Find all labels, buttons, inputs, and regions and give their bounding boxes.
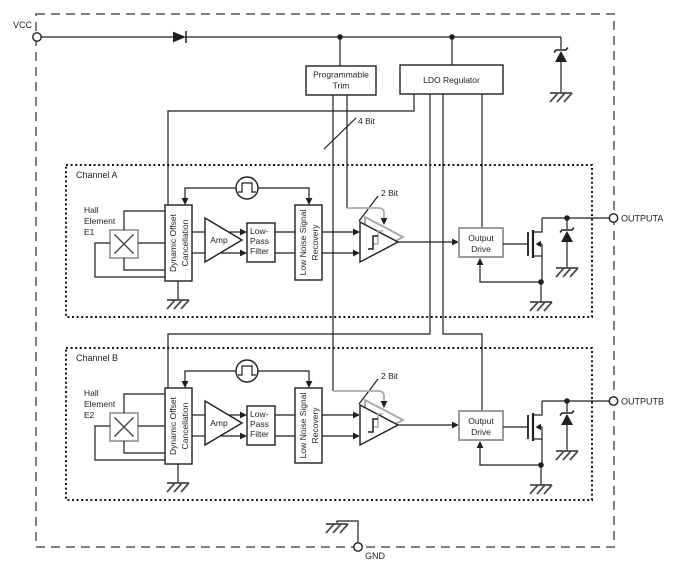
four-bit-label: 4 Bit (358, 116, 376, 126)
outputa-label: OUTPUTA (621, 214, 663, 224)
four-bit-bus-slash (323, 117, 357, 150)
reverse-protection-diode-icon (173, 31, 187, 43)
ldo-regulator-box (399, 64, 504, 95)
hall-label: Element (84, 216, 116, 226)
amp-label: Amp (210, 235, 228, 245)
ground-icon (325, 523, 349, 534)
programmable-trim-label: Programmable (313, 70, 369, 80)
channel-b-title: Channel B (76, 353, 118, 363)
output-drive-label: Output (468, 416, 494, 426)
dynamic-offset-label: Cancellation (180, 219, 190, 266)
hall-label: E1 (84, 227, 95, 237)
dynamic-offset-label: Cancellation (180, 402, 190, 449)
two-bit-label-a: 2 Bit (381, 188, 399, 198)
vcc-label: VCC (13, 20, 33, 30)
ldo-regulator-label: LDO Regulator (423, 75, 480, 85)
low-pass-label: Filter (250, 246, 269, 256)
package-dashed-border (35, 13, 615, 548)
low-pass-label: Filter (250, 429, 269, 439)
programmable-trim-label: Trim (333, 81, 350, 91)
low-noise-label: Low Noise Signal (298, 393, 308, 459)
dynamic-offset-label: Dynamic Offset (168, 396, 178, 455)
ldo-supply-wire (167, 94, 431, 388)
arrowhead (380, 218, 388, 225)
low-noise-label: Recovery (310, 224, 320, 261)
hall-label: Element (84, 399, 116, 409)
low-pass-label: Pass (250, 419, 269, 429)
ground-icon (549, 92, 573, 103)
vcc-terminal (32, 32, 42, 42)
two-bit-wire-b (333, 390, 385, 401)
ldo-supply-wire (167, 94, 415, 205)
two-bit-label-b: 2 Bit (381, 371, 399, 381)
ldo-supply-wire (442, 94, 483, 411)
outputb-label: OUTPUTB (621, 397, 664, 407)
low-pass-label: Low- (250, 409, 269, 419)
channel-b-shapes (66, 348, 618, 500)
dynamic-offset-label: Dynamic Offset (168, 213, 178, 272)
hall-label: E2 (84, 410, 95, 420)
low-noise-label: Low Noise Signal (298, 210, 308, 276)
low-pass-label: Low- (250, 226, 269, 236)
gnd-terminal (353, 542, 363, 552)
arrowhead (380, 401, 388, 408)
channel-a-title: Channel A (76, 170, 118, 180)
supply-zener-icon (553, 46, 569, 63)
hall-label: Hall (84, 205, 99, 215)
amp-label: Amp (210, 418, 228, 428)
gnd-label: GND (365, 551, 386, 561)
gnd-wire (336, 520, 359, 543)
programmable-trim-box (305, 65, 377, 96)
hall-label: Hall (84, 388, 99, 398)
low-pass-label: Pass (250, 236, 269, 246)
two-bit-wire-a (347, 207, 385, 218)
output-drive-label: Output (468, 233, 494, 243)
low-noise-label: Recovery (310, 407, 320, 444)
output-drive-label: Drive (471, 427, 491, 437)
channel-a-shapes (66, 165, 618, 317)
output-drive-label: Drive (471, 244, 491, 254)
